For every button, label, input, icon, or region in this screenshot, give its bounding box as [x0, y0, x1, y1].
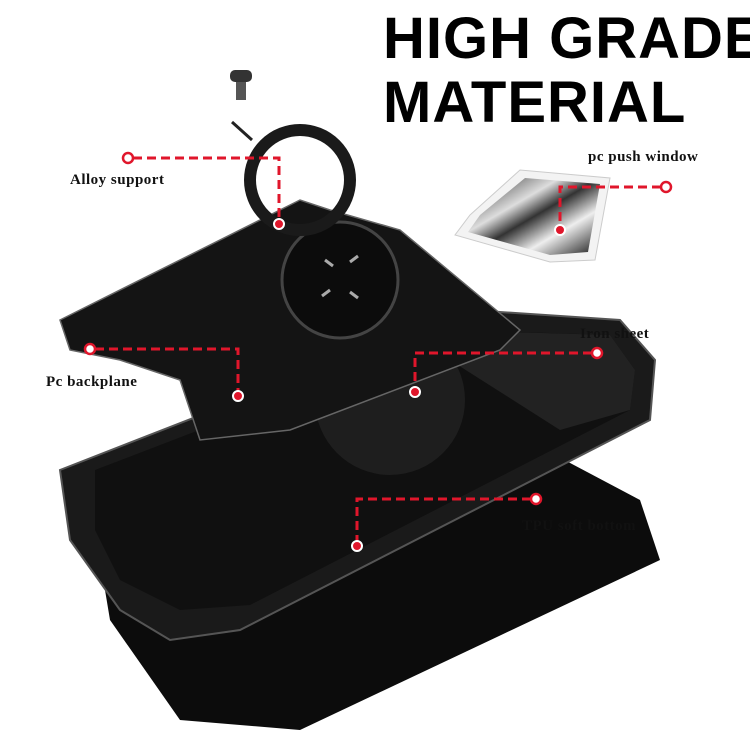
callout-dot	[529, 492, 543, 506]
callout-dot	[232, 390, 244, 402]
pin	[230, 120, 254, 142]
callout-dot	[409, 386, 421, 398]
headline-line-2: MATERIAL	[383, 70, 687, 135]
push-window-metal	[468, 178, 600, 255]
pc-backplane-piece	[59, 199, 522, 441]
label-alloy-support: Alloy support	[70, 172, 165, 188]
callout-dot	[83, 342, 97, 356]
alloy-ring	[244, 124, 356, 236]
leader-pc-backplane	[95, 347, 240, 392]
label-pc-backplane: Pc backplane	[46, 374, 138, 390]
ring-base	[280, 220, 400, 340]
label-pc-push-window: pc push window	[588, 149, 699, 165]
ring-base-marks	[321, 254, 359, 300]
callout-dot	[351, 540, 363, 552]
callout-dot	[590, 346, 604, 360]
screw-shaft	[236, 82, 246, 100]
headline-line-1: HIGH GRADE	[383, 6, 750, 71]
callout-dot	[121, 151, 135, 165]
callout-dot	[273, 218, 285, 230]
leader-pc-push-window	[558, 185, 661, 226]
callout-dot	[659, 180, 673, 194]
leader-tpu-soft-bottom	[355, 497, 531, 542]
tpu-bottom-slab	[100, 410, 660, 730]
screw	[230, 70, 252, 82]
callout-dot	[554, 224, 566, 236]
label-iron-sheet: Iron sheet	[580, 326, 650, 342]
label-tpu-soft-bottom: TPU soft bottom	[522, 518, 637, 534]
leader-alloy-support	[133, 156, 281, 220]
leader-iron-sheet	[413, 351, 592, 388]
